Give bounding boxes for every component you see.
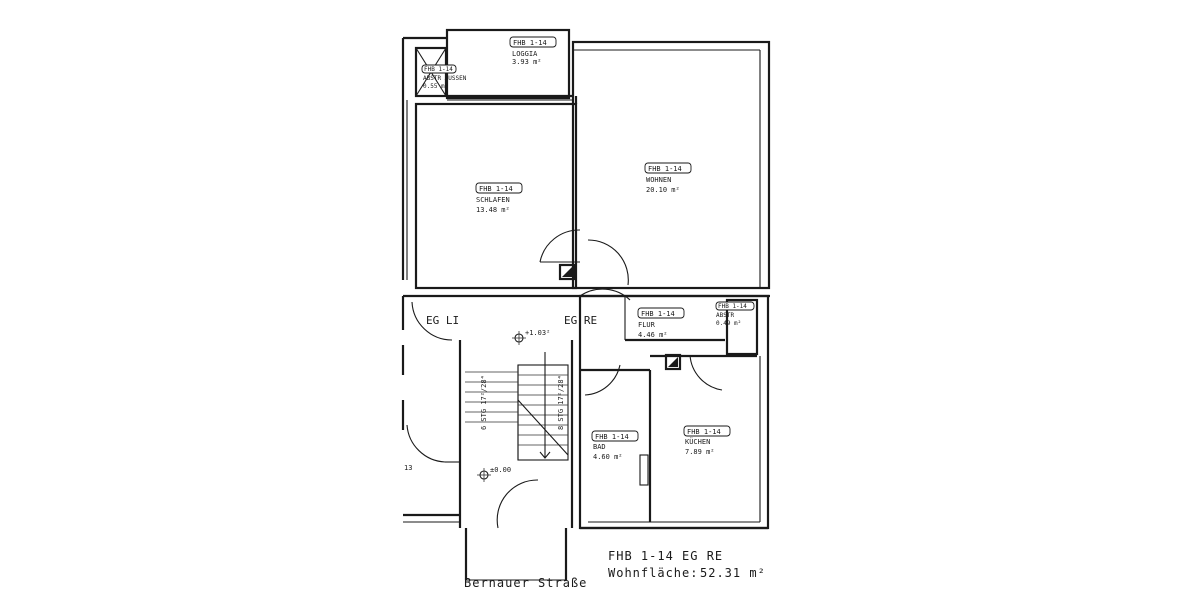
footer-area-label: Wohnfläche:: [608, 566, 698, 580]
bad-tag: FHB 1-14: [595, 433, 629, 441]
neighbor-tag: 13: [404, 464, 412, 472]
kuechen-name: KÜCHEN: [685, 437, 710, 446]
stair-label-left: 6 STG 17²/28⁴: [480, 375, 488, 430]
abstr-area: 0.49 m²: [716, 320, 741, 327]
wohnen-tag: FHB 1-14: [648, 165, 682, 173]
bad-label: FHB 1-14 BAD 4.60 m²: [593, 433, 629, 461]
abstr-name: ABSTR: [716, 312, 734, 319]
doors: [406, 229, 723, 529]
wohnen-label: FHB 1-14 WOHNEN 20.10 m²: [646, 165, 682, 194]
footer-area-value: 52.31 m²: [700, 566, 766, 580]
level-lower: ±0.00: [490, 466, 511, 474]
flur-tag: FHB 1-14: [641, 310, 675, 318]
level-markers: [477, 331, 526, 482]
schlafen-area: 13.48 m²: [476, 206, 510, 214]
street-name: Bernauer Straße: [464, 576, 587, 590]
loggia-label: FHB 1-14 LOGGIA 3.93 m²: [512, 39, 547, 66]
kuechen-area: 7.89 m²: [685, 448, 715, 456]
kuechen-tag: FHB 1-14: [687, 428, 721, 436]
schlafen-label: FHB 1-14 SCHLAFEN 13.48 m²: [476, 185, 513, 214]
bad-area: 4.60 m²: [593, 453, 623, 461]
unit-label-right: EG RE: [564, 314, 597, 327]
loggia-tag: FHB 1-14: [513, 39, 547, 47]
wohnen-name: WOHNEN: [646, 176, 671, 184]
abstr-aussen-label: FHB 1-14 ABSTR AUSSEN 0.55 m²: [423, 66, 467, 90]
schlafen-name: SCHLAFEN: [476, 196, 510, 204]
abstr-aussen-name: ABSTR AUSSEN: [423, 75, 467, 82]
flur-name: FLUR: [638, 321, 656, 329]
room-tags: [421, 36, 755, 442]
footer-title: FHB 1-14 EG RE: [608, 549, 723, 563]
bad-name: BAD: [593, 443, 606, 451]
kuechen-label: FHB 1-14 KÜCHEN 7.89 m²: [685, 428, 721, 456]
abstr-aussen-area: 0.55 m²: [423, 83, 448, 90]
abstr-label: FHB 1-14 ABSTR 0.49 m²: [716, 303, 747, 327]
wohnen-area: 20.10 m²: [646, 186, 680, 194]
walls: [401, 28, 771, 581]
loggia-area: 3.93 m²: [512, 58, 542, 66]
schlafen-tag: FHB 1-14: [479, 185, 513, 193]
staircase: [465, 352, 569, 461]
shaft-symbols: [558, 263, 682, 371]
unit-label-left: EG LI: [426, 314, 459, 327]
stair-label-right: 8 STG 17²/28⁴: [557, 375, 565, 430]
abstr-tag: FHB 1-14: [718, 303, 747, 310]
abstr-aussen-tag: FHB 1-14: [424, 66, 453, 73]
level-upper: +1.03²: [525, 329, 550, 337]
loggia-name: LOGGIA: [512, 50, 538, 58]
flur-label: FHB 1-14 FLUR 4.46 m²: [638, 310, 675, 339]
flur-area: 4.46 m²: [638, 331, 668, 339]
